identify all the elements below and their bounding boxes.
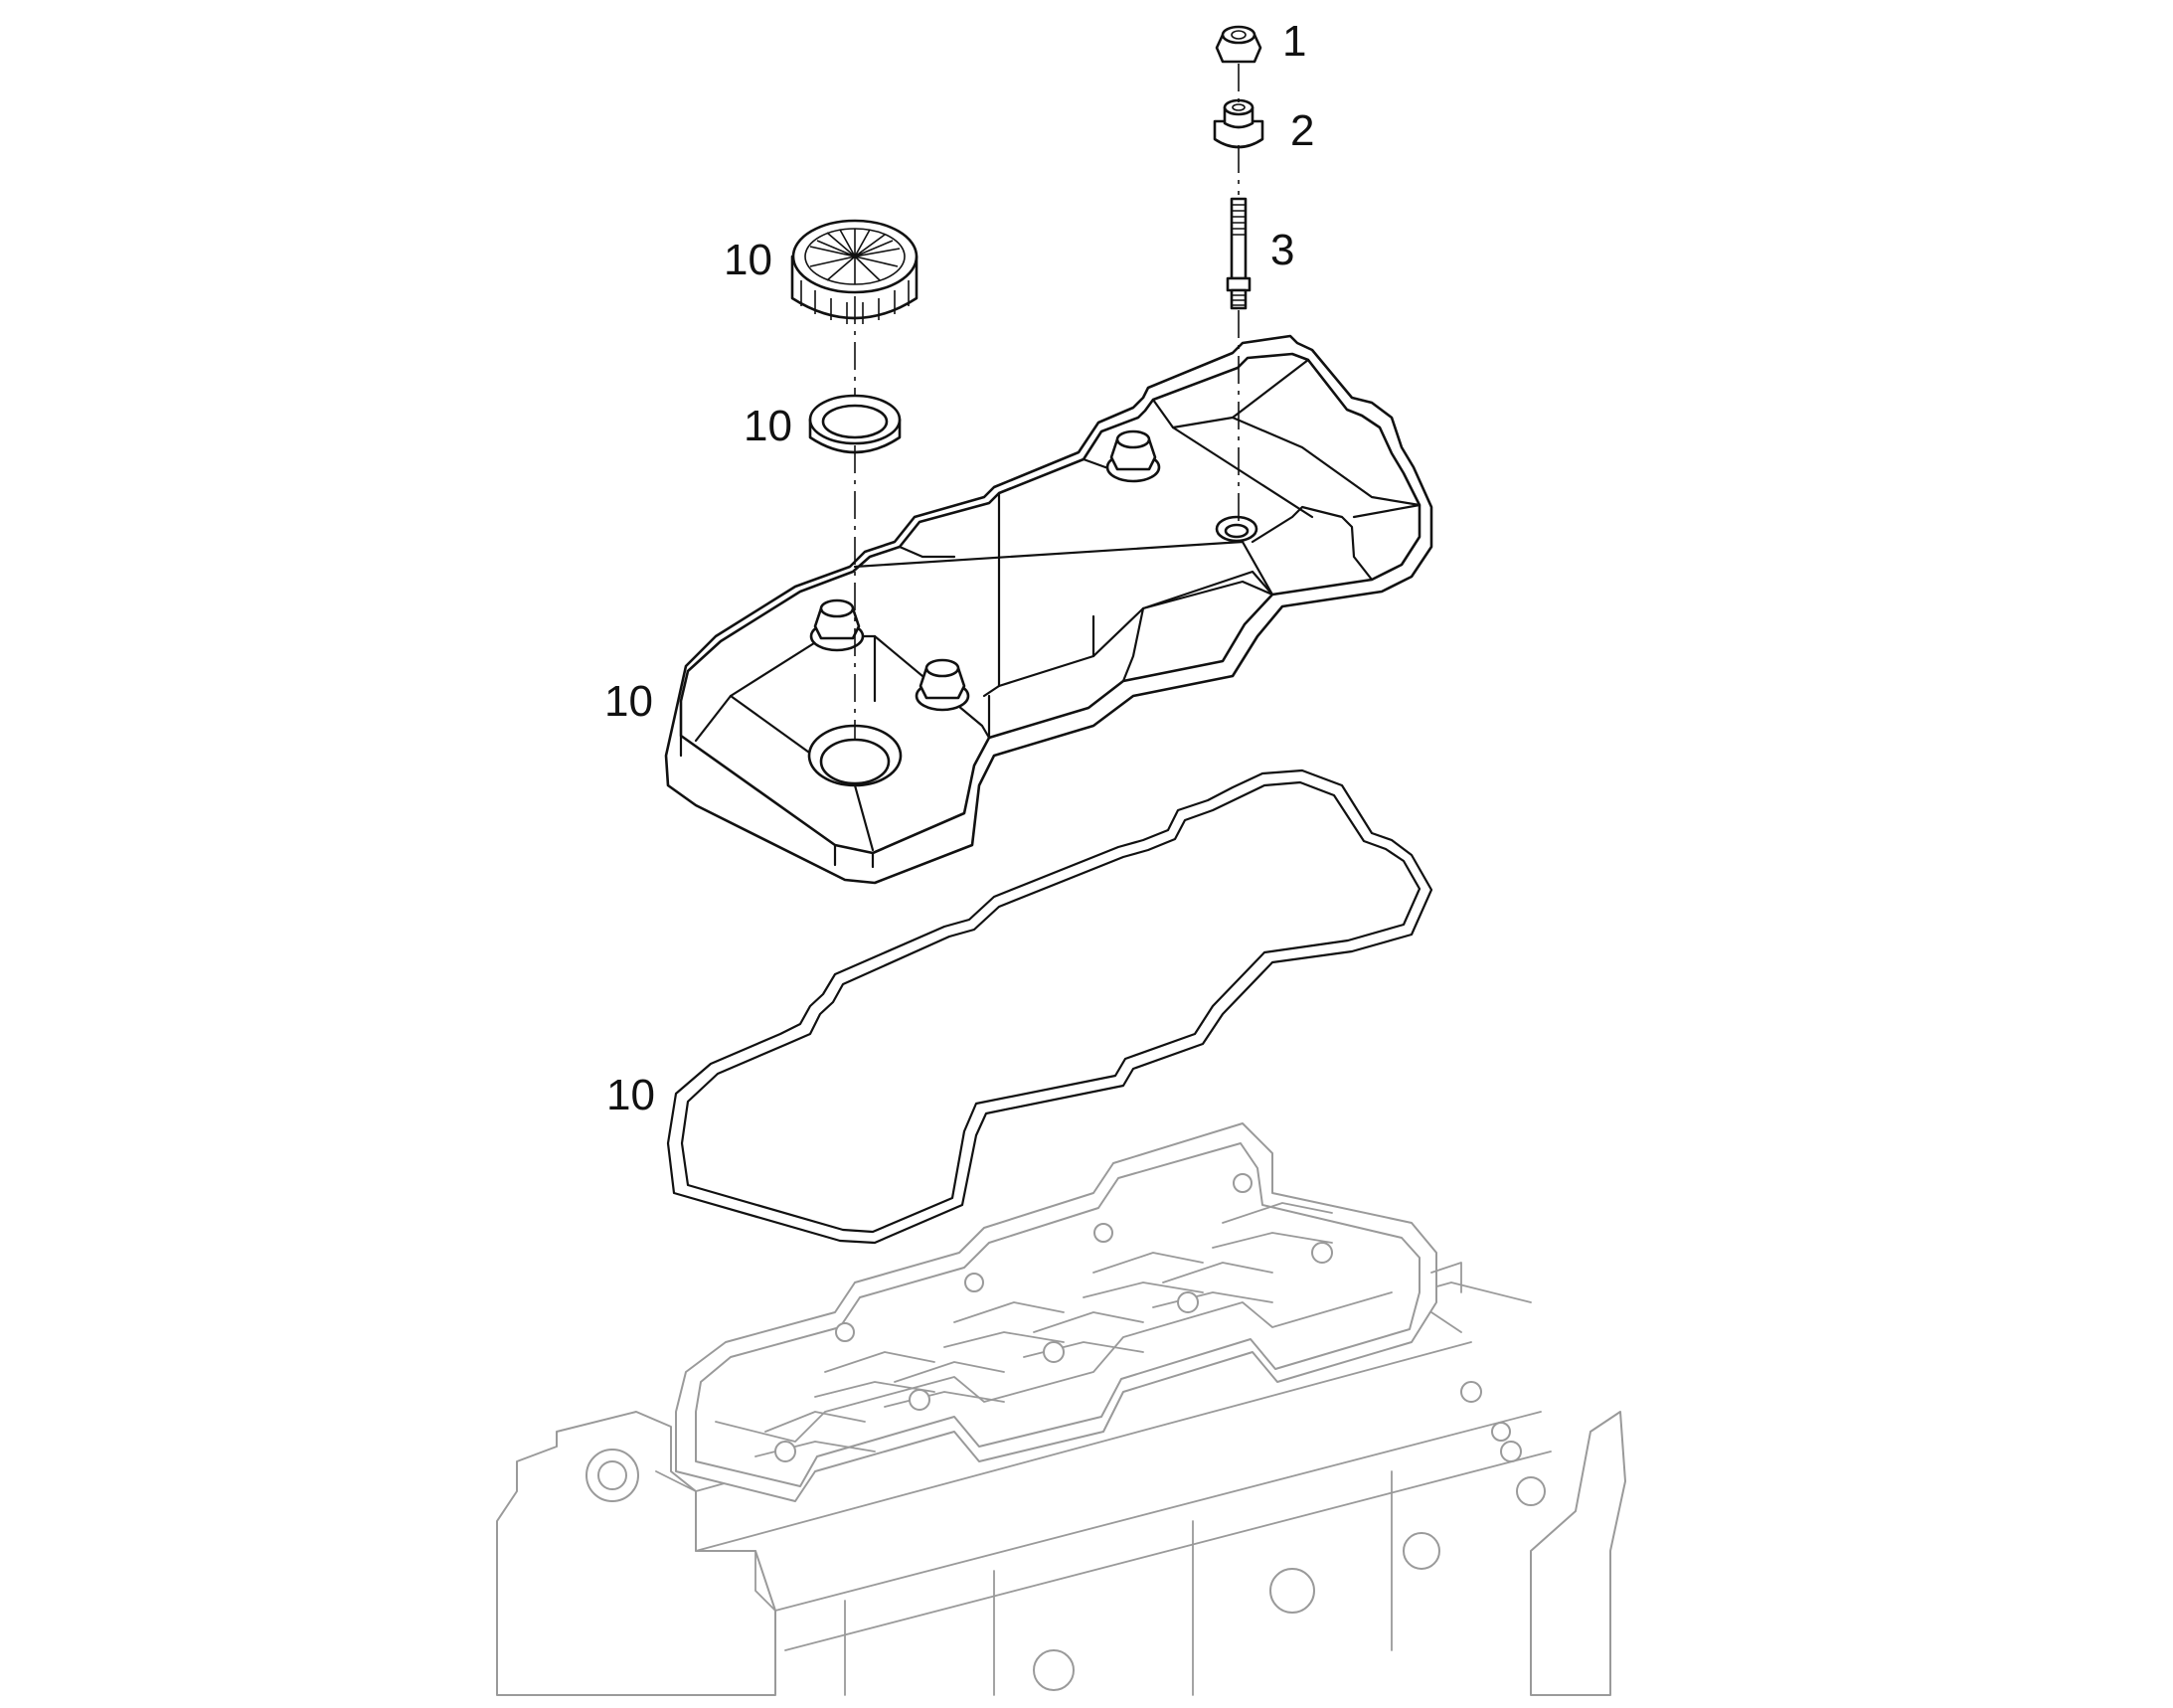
callout-10-cover: 10 bbox=[604, 677, 653, 726]
callout-1: 1 bbox=[1282, 17, 1307, 66]
callout-3: 3 bbox=[1270, 226, 1295, 274]
nut bbox=[1215, 25, 1262, 64]
seal-ring bbox=[808, 394, 902, 454]
assembly-axes bbox=[854, 64, 1240, 740]
grommet bbox=[1213, 98, 1264, 149]
callout-2: 2 bbox=[1290, 106, 1315, 155]
cover-bolt-3 bbox=[1105, 429, 1161, 483]
valve-cover bbox=[664, 334, 1433, 885]
callout-10-cap: 10 bbox=[724, 236, 772, 284]
callout-10-ring: 10 bbox=[744, 402, 792, 450]
rocker-arms bbox=[754, 1173, 1333, 1462]
cover-bolt-1 bbox=[809, 598, 865, 652]
callout-10-gasket: 10 bbox=[606, 1071, 655, 1119]
breather-cap bbox=[790, 219, 919, 324]
valve-cover-gasket bbox=[666, 769, 1433, 1245]
cylinder-head-background bbox=[496, 1122, 1626, 1696]
cover-bolt-2 bbox=[915, 658, 970, 712]
stud bbox=[1226, 197, 1252, 310]
